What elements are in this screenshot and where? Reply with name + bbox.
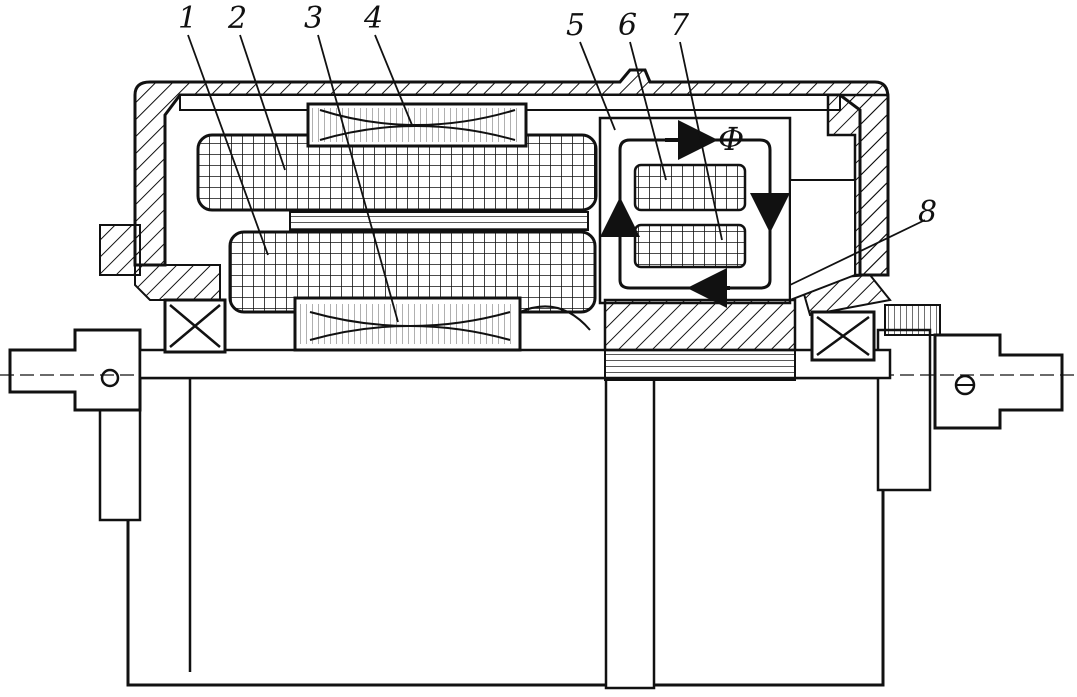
label-7: 7 <box>670 8 690 43</box>
flux-symbol: Φ <box>718 120 744 158</box>
label-3: 3 <box>304 1 323 36</box>
air-gap-laminations <box>289 211 589 231</box>
leader-lines <box>187 34 926 323</box>
rotor-core <box>293 296 591 352</box>
shaft <box>0 328 1077 430</box>
bearing-right <box>810 304 941 362</box>
lower-body <box>98 328 932 690</box>
exciter-winding <box>633 163 747 212</box>
label-6: 6 <box>618 8 637 43</box>
bearing-left <box>99 224 227 354</box>
label-8: 8 <box>918 195 937 230</box>
flux-path <box>600 120 790 308</box>
label-1: 1 <box>178 1 197 36</box>
end-plate <box>789 179 856 302</box>
label-2: 2 <box>227 1 247 36</box>
housing <box>133 68 892 317</box>
stator-core <box>306 102 528 148</box>
exciter-armature <box>633 223 747 269</box>
label-4: 4 <box>363 1 383 36</box>
label-5: 5 <box>566 8 585 43</box>
